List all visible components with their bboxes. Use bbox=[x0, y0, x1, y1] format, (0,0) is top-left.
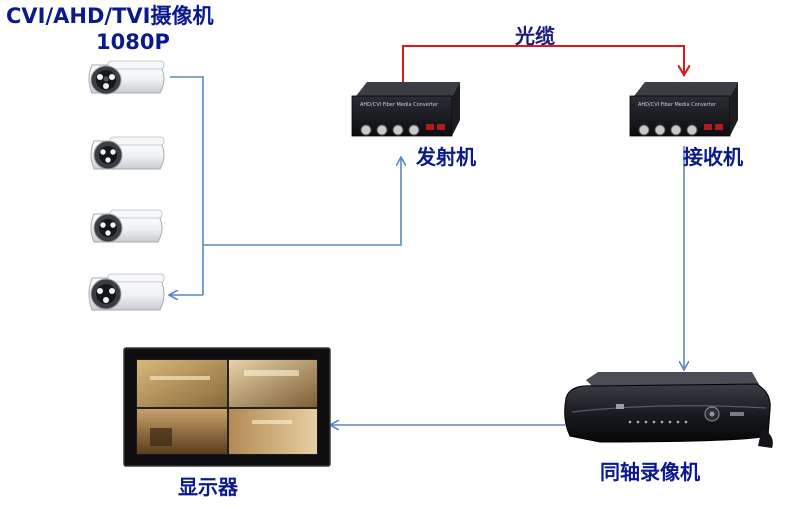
camera-3 bbox=[90, 209, 163, 243]
fiber-transmitter: AHD/CVI Fiber Media Converter bbox=[351, 82, 460, 137]
camera-title-line1: CVI/AHD/TVI摄像机 bbox=[6, 4, 214, 28]
fiber-optic-line bbox=[402, 45, 684, 82]
lcd-monitor bbox=[123, 347, 331, 467]
camera-2 bbox=[90, 136, 165, 170]
receiver-label: 接收机 bbox=[683, 145, 743, 169]
transmitter-label: 发射机 bbox=[416, 145, 476, 169]
fiber-label: 光缆 bbox=[515, 24, 555, 48]
coax-to-transmitter-arrow bbox=[203, 158, 401, 246]
monitor-label: 显示器 bbox=[178, 475, 238, 499]
camera-4 bbox=[88, 273, 165, 311]
dvr-recorder bbox=[564, 372, 773, 448]
dvr-label: 同轴录像机 bbox=[600, 460, 700, 484]
camera-title-line2: 1080P bbox=[96, 30, 170, 54]
receiver-device-text: AHD/CVI Fiber Media Converter bbox=[638, 102, 717, 108]
fiber-receiver: AHD/CVI Fiber Media Converter bbox=[629, 82, 738, 137]
camera-1 bbox=[88, 60, 165, 95]
camera-cable-line bbox=[170, 76, 204, 295]
transmitter-device-text: AHD/CVI Fiber Media Converter bbox=[360, 102, 439, 108]
